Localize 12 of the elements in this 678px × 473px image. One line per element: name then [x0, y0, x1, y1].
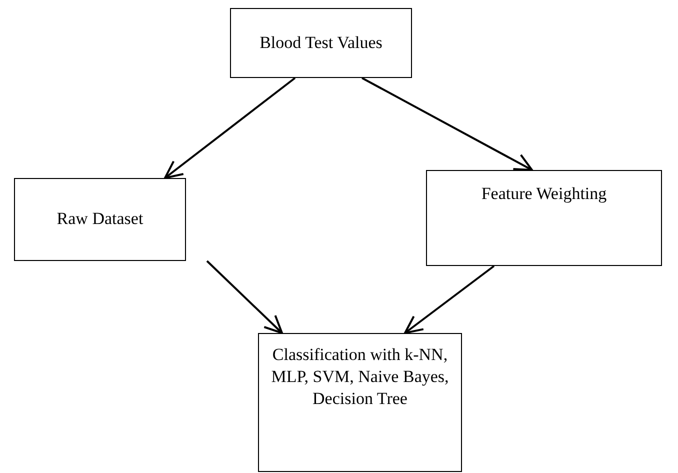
process-box	[258, 333, 462, 472]
process-box	[230, 8, 412, 78]
process-box	[14, 178, 186, 261]
arrow	[404, 265, 495, 334]
arrow	[206, 260, 283, 334]
arrow	[164, 77, 296, 179]
box-label: Feature Weighting	[481, 183, 607, 205]
box-label: Classification with k-NN, MLP, SVM, Naive Bayes, Decision Tree	[270, 344, 450, 410]
box-label: Blood Test Values	[260, 32, 382, 54]
arrow	[362, 77, 533, 171]
process-box	[426, 170, 662, 266]
box-label: Raw Dataset	[56, 208, 144, 230]
